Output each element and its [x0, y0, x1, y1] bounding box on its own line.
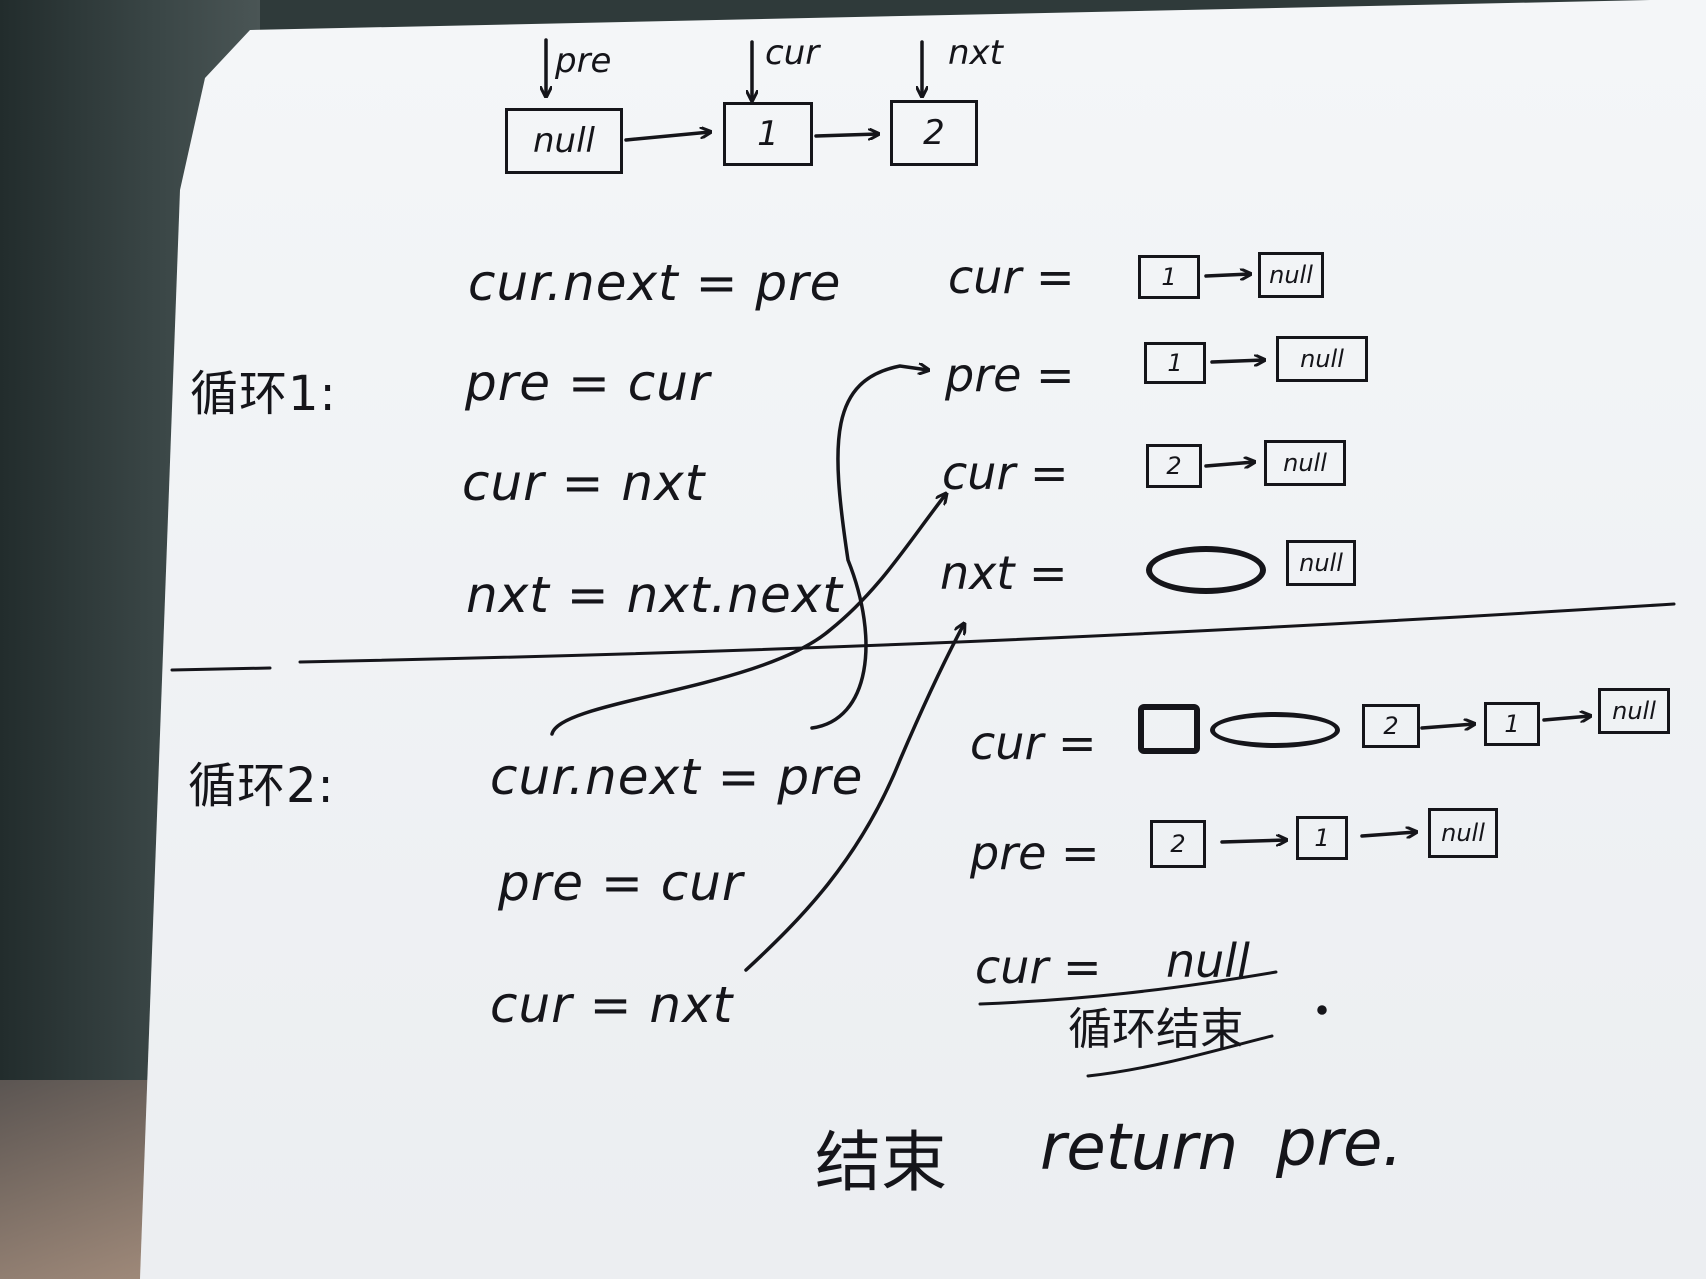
loop1-state-3-lhs: cur =: [942, 446, 1069, 500]
loop1-code-line-3: cur = nxt: [462, 454, 706, 512]
loop2-state-3-lhs: cur =: [975, 940, 1102, 994]
top-node-null: null: [505, 108, 623, 174]
loop2-state-2-node-null: null: [1428, 808, 1498, 858]
loop2-state-1-node-2: 2: [1362, 704, 1420, 748]
l1s3-arrow: [1204, 462, 1254, 466]
l1s1-arrow: [1204, 274, 1250, 276]
loop2-state-1-lhs: cur =: [970, 716, 1097, 770]
loop2-code-line-2: pre = cur: [498, 854, 744, 912]
loop2-crossed-out-scribble-1: [1138, 704, 1200, 754]
background-corner: [0, 1080, 160, 1279]
loop2-state-3-value: null: [1166, 934, 1250, 988]
top-link-null-1: [624, 132, 710, 142]
loop1-state-4-node-null: null: [1286, 540, 1356, 586]
loop1-state-4-lhs: nxt =: [940, 546, 1068, 600]
loop1-state-2-node-null: null: [1276, 336, 1368, 382]
l1s2-arrow: [1210, 360, 1264, 362]
loop2-state-1-node-1: 1: [1484, 702, 1540, 746]
pointer-label-nxt: nxt: [948, 33, 1004, 73]
ink-dot: [1317, 1005, 1327, 1015]
loop1-state-3-node-2: 2: [1146, 444, 1202, 488]
return-value: pre.: [1276, 1107, 1403, 1181]
curve-cur-next-to-pre: [810, 366, 928, 730]
end-word: 结束: [815, 1124, 947, 1201]
loop1-state-1-node-1: 1: [1138, 255, 1200, 299]
loop1-code-line-1: cur.next = pre: [468, 254, 842, 312]
l2s1-arrow-b: [1542, 716, 1590, 720]
top-node-1: 1: [723, 102, 813, 166]
l2s2-arrow-b: [1360, 832, 1416, 836]
loop1-state-1-node-null: null: [1258, 252, 1324, 298]
loop1-state-3-node-null: null: [1264, 440, 1346, 486]
curve-pre-cur-to-cur: [550, 494, 946, 736]
loop1-code-line-4: nxt = nxt.next: [466, 566, 843, 624]
loop2-label: 循环2:: [188, 758, 335, 814]
loop2-state-1-node-null: null: [1598, 688, 1670, 734]
loop1-state-2-node-1: 1: [1144, 342, 1206, 384]
pointer-label-cur: cur: [765, 33, 820, 73]
loop1-state-2-lhs: pre =: [945, 348, 1075, 402]
loop-end-underline: [1086, 1034, 1274, 1078]
return-keyword: return: [1040, 1111, 1239, 1185]
l2s2-arrow-a: [1220, 840, 1286, 842]
loop2-state-2-lhs: pre =: [970, 826, 1100, 880]
section-divider: [170, 602, 1676, 672]
loop1-state-1-lhs: cur =: [948, 250, 1075, 304]
loop1-label: 循环1:: [190, 366, 337, 422]
loop1-crossed-out-scribble: [1146, 546, 1266, 594]
loop1-code-line-2: pre = cur: [465, 354, 711, 412]
loop2-crossed-out-scribble-2: [1210, 712, 1340, 748]
loop2-state-2-node-1: 1: [1296, 816, 1348, 860]
top-link-1-2: [814, 134, 878, 136]
l2s1-arrow-a: [1420, 724, 1474, 728]
loop2-code-line-1: cur.next = pre: [490, 748, 864, 806]
pointer-label-pre: pre: [555, 41, 612, 81]
loop2-state-2-node-2: 2: [1150, 820, 1206, 868]
loop-end-note: 循环结束: [1068, 1004, 1244, 1055]
cur-null-underline: [978, 970, 1278, 1006]
curve-cur-nxt-to-nxt: [744, 624, 964, 972]
top-node-2: 2: [890, 100, 978, 166]
loop2-code-line-3: cur = nxt: [490, 976, 734, 1034]
